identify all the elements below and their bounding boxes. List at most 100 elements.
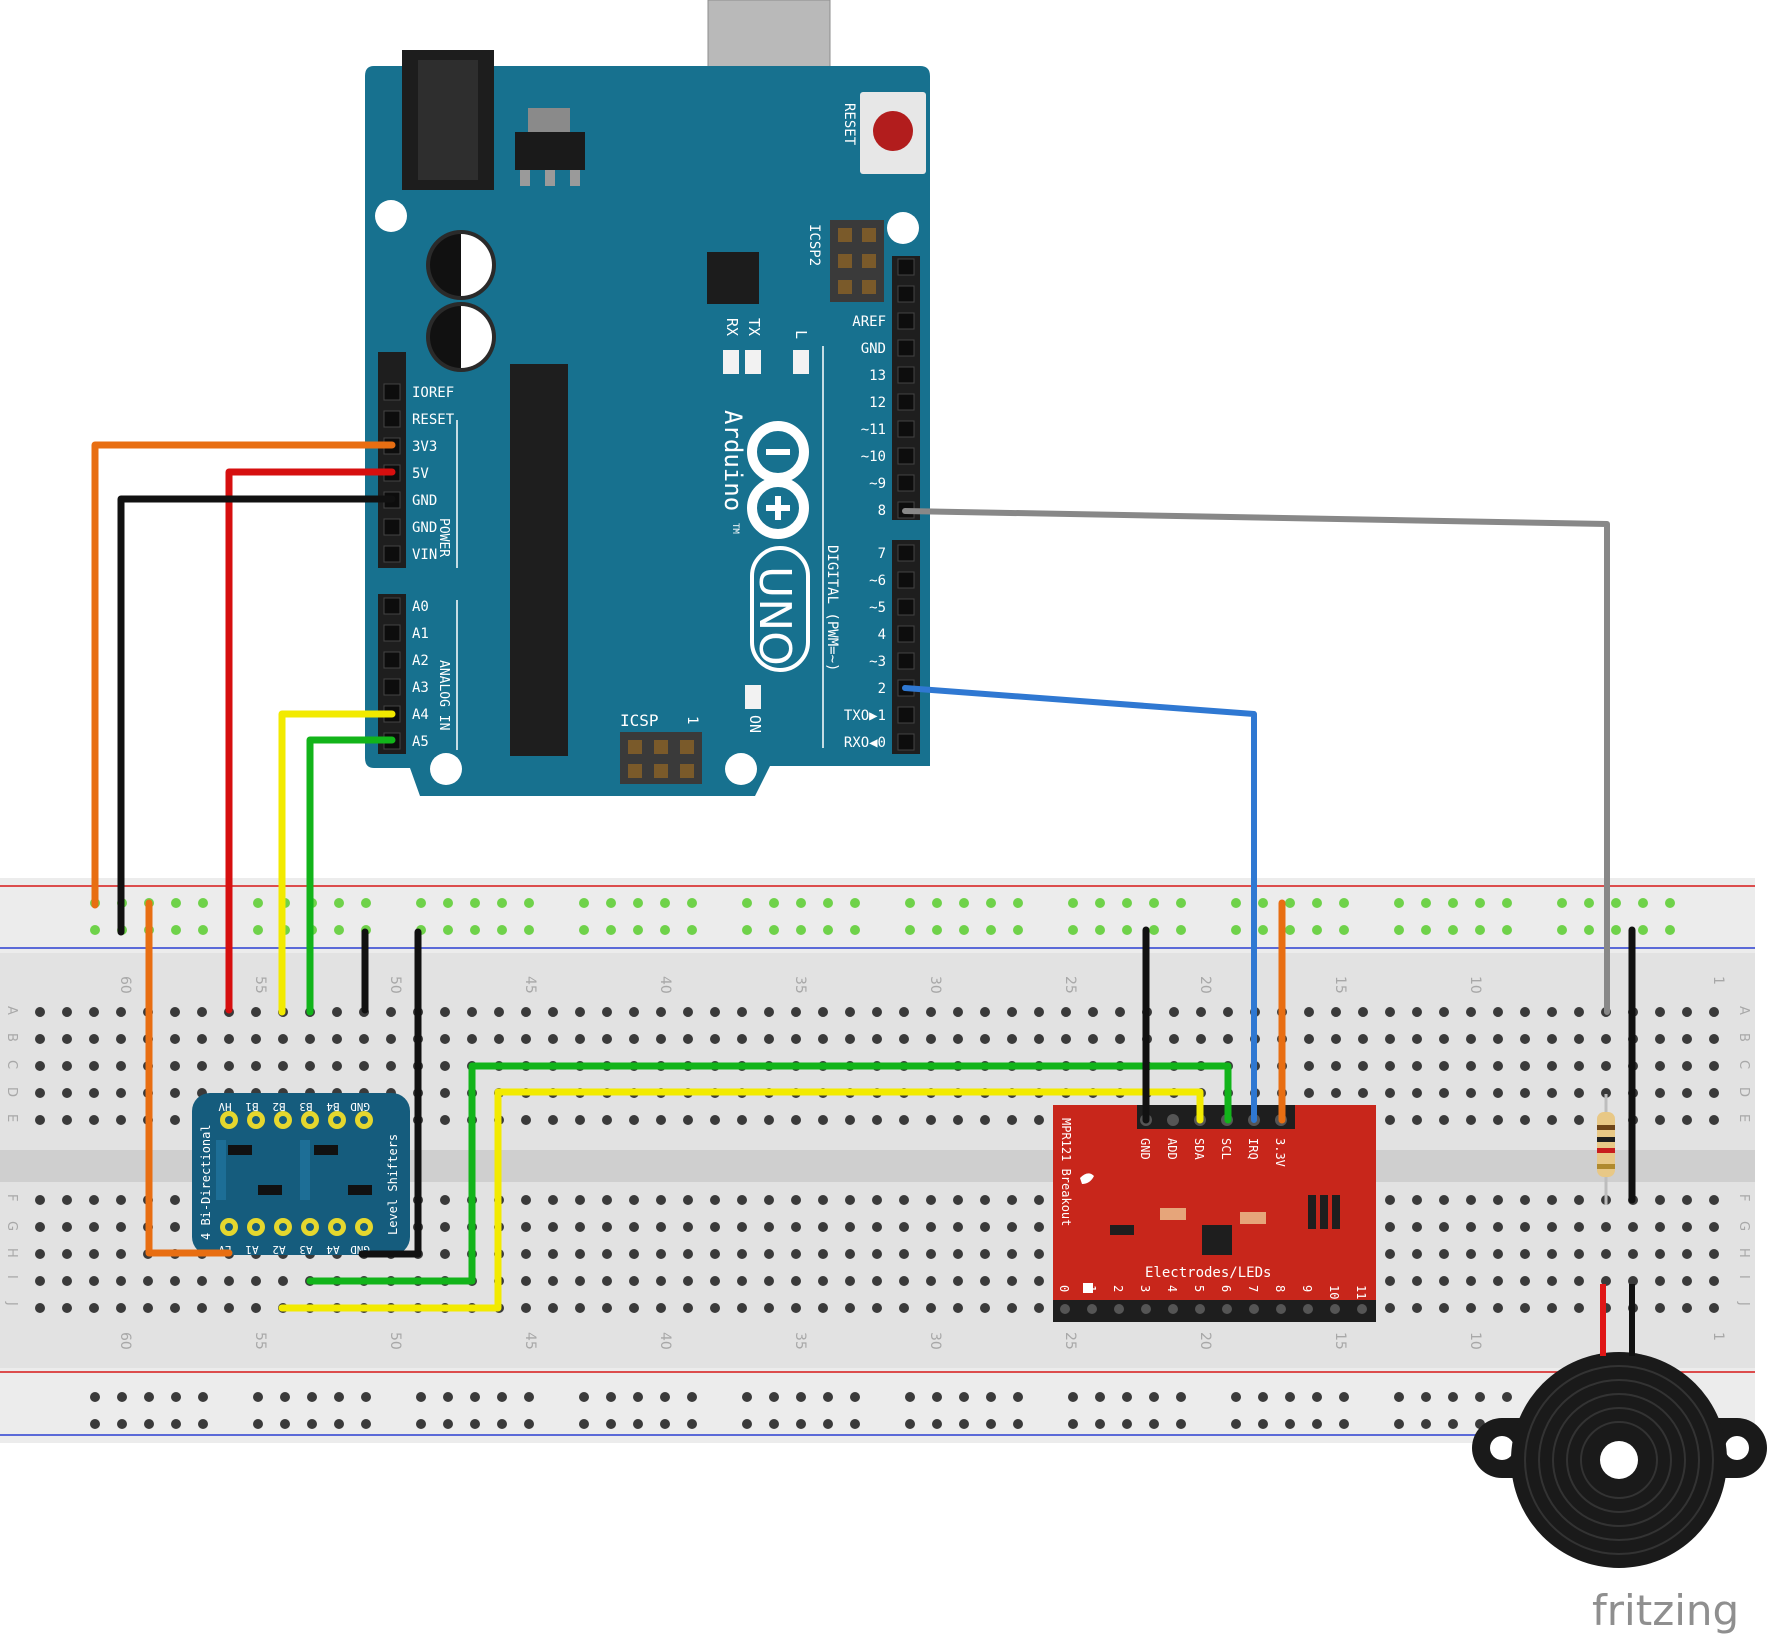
rail-hole[interactable] [606,1419,616,1429]
breadboard-hole[interactable] [143,1276,153,1286]
breadboard-hole[interactable] [1709,1034,1719,1044]
breadboard-hole[interactable] [62,1249,72,1259]
breadboard-hole[interactable] [980,1034,990,1044]
breadboard-hole[interactable] [89,1276,99,1286]
breadboard-hole[interactable] [521,1007,531,1017]
breadboard-hole[interactable] [602,1115,612,1125]
rail-hole[interactable] [1557,898,1567,908]
breadboard-hole[interactable] [35,1061,45,1071]
breadboard-hole[interactable] [521,1195,531,1205]
rail-hole[interactable] [606,925,616,935]
digital-pin[interactable] [897,652,915,670]
breadboard-hole[interactable] [35,1115,45,1125]
rail-hole[interactable] [1665,925,1675,935]
electrode-pin[interactable] [1195,1304,1205,1314]
rail-hole[interactable] [1502,898,1512,908]
breadboard-hole[interactable] [251,1061,261,1071]
breadboard-hole[interactable] [1385,1249,1395,1259]
analog-pin[interactable] [383,624,401,642]
breadboard-hole[interactable] [1709,1222,1719,1232]
breadboard-hole[interactable] [1088,1007,1098,1017]
rail-hole[interactable] [579,1419,589,1429]
breadboard-hole[interactable] [1439,1115,1449,1125]
breadboard-hole[interactable] [1358,1034,1368,1044]
rail-hole[interactable] [416,1419,426,1429]
breadboard-hole[interactable] [1007,1303,1017,1313]
breadboard-hole[interactable] [710,1303,720,1313]
breadboard-hole[interactable] [1466,1088,1476,1098]
rail-hole[interactable] [579,1392,589,1402]
rail-hole[interactable] [850,1392,860,1402]
rail-hole[interactable] [742,898,752,908]
breadboard-hole[interactable] [1034,1034,1044,1044]
reset-button-cap[interactable] [873,111,913,151]
breadboard-hole[interactable] [386,1034,396,1044]
breadboard-hole[interactable] [791,1222,801,1232]
breadboard-hole[interactable] [62,1303,72,1313]
breadboard-hole[interactable] [494,1034,504,1044]
rail-hole[interactable] [796,1392,806,1402]
breadboard-hole[interactable] [1007,1034,1017,1044]
rail-hole[interactable] [986,925,996,935]
electrode-pin[interactable] [1303,1304,1313,1314]
breadboard-hole[interactable] [548,1276,558,1286]
breadboard-hole[interactable] [791,1195,801,1205]
breadboard-hole[interactable] [1547,1115,1557,1125]
breadboard-hole[interactable] [548,1222,558,1232]
breadboard-hole[interactable] [1574,1222,1584,1232]
rail-hole[interactable] [171,925,181,935]
rail-hole[interactable] [769,1419,779,1429]
breadboard-hole[interactable] [332,1034,342,1044]
breadboard-hole[interactable] [89,1034,99,1044]
rail-hole[interactable] [497,898,507,908]
breadboard-hole[interactable] [170,1276,180,1286]
breadboard-hole[interactable] [1331,1061,1341,1071]
rail-hole[interactable] [1394,898,1404,908]
breadboard-hole[interactable] [899,1276,909,1286]
breadboard-hole[interactable] [683,1303,693,1313]
breadboard-hole[interactable] [89,1249,99,1259]
breadboard-hole[interactable] [764,1249,774,1259]
rail-hole[interactable] [1421,898,1431,908]
breadboard-hole[interactable] [170,1115,180,1125]
rail-hole[interactable] [524,925,534,935]
breadboard-hole[interactable] [1466,1034,1476,1044]
rail-hole[interactable] [470,1419,480,1429]
breadboard-hole[interactable] [548,1007,558,1017]
breadboard-hole[interactable] [1601,1249,1611,1259]
breadboard-hole[interactable] [1520,1034,1530,1044]
breadboard-hole[interactable] [845,1222,855,1232]
breadboard-hole[interactable] [953,1276,963,1286]
breadboard-hole[interactable] [62,1222,72,1232]
breadboard-hole[interactable] [710,1195,720,1205]
breadboard-hole[interactable] [1682,1088,1692,1098]
rail-hole[interactable] [253,1419,263,1429]
breadboard-hole[interactable] [602,1195,612,1205]
breadboard-hole[interactable] [1682,1249,1692,1259]
breadboard-hole[interactable] [116,1088,126,1098]
rail-hole[interactable] [497,1392,507,1402]
breadboard-hole[interactable] [170,1222,180,1232]
rail-hole[interactable] [1339,1392,1349,1402]
breadboard-hole[interactable] [224,1061,234,1071]
rail-hole[interactable] [1068,1392,1078,1402]
breadboard-hole[interactable] [440,1195,450,1205]
rail-hole[interactable] [1258,925,1268,935]
rail-hole[interactable] [1421,1392,1431,1402]
rail-hole[interactable] [660,1419,670,1429]
breadboard-hole[interactable] [386,1007,396,1017]
rail-hole[interactable] [1611,925,1621,935]
power-pin[interactable] [383,383,401,401]
breadboard-hole[interactable] [1682,1195,1692,1205]
breadboard-hole[interactable] [629,1007,639,1017]
breadboard-hole[interactable] [1412,1276,1422,1286]
breadboard-hole[interactable] [1547,1061,1557,1071]
breadboard-hole[interactable] [980,1007,990,1017]
breadboard-hole[interactable] [224,1276,234,1286]
rail-hole[interactable] [307,1419,317,1429]
rail-hole[interactable] [443,898,453,908]
breadboard-hole[interactable] [1493,1195,1503,1205]
rail-hole[interactable] [932,1392,942,1402]
rail-hole[interactable] [171,1419,181,1429]
breadboard-hole[interactable] [62,1061,72,1071]
